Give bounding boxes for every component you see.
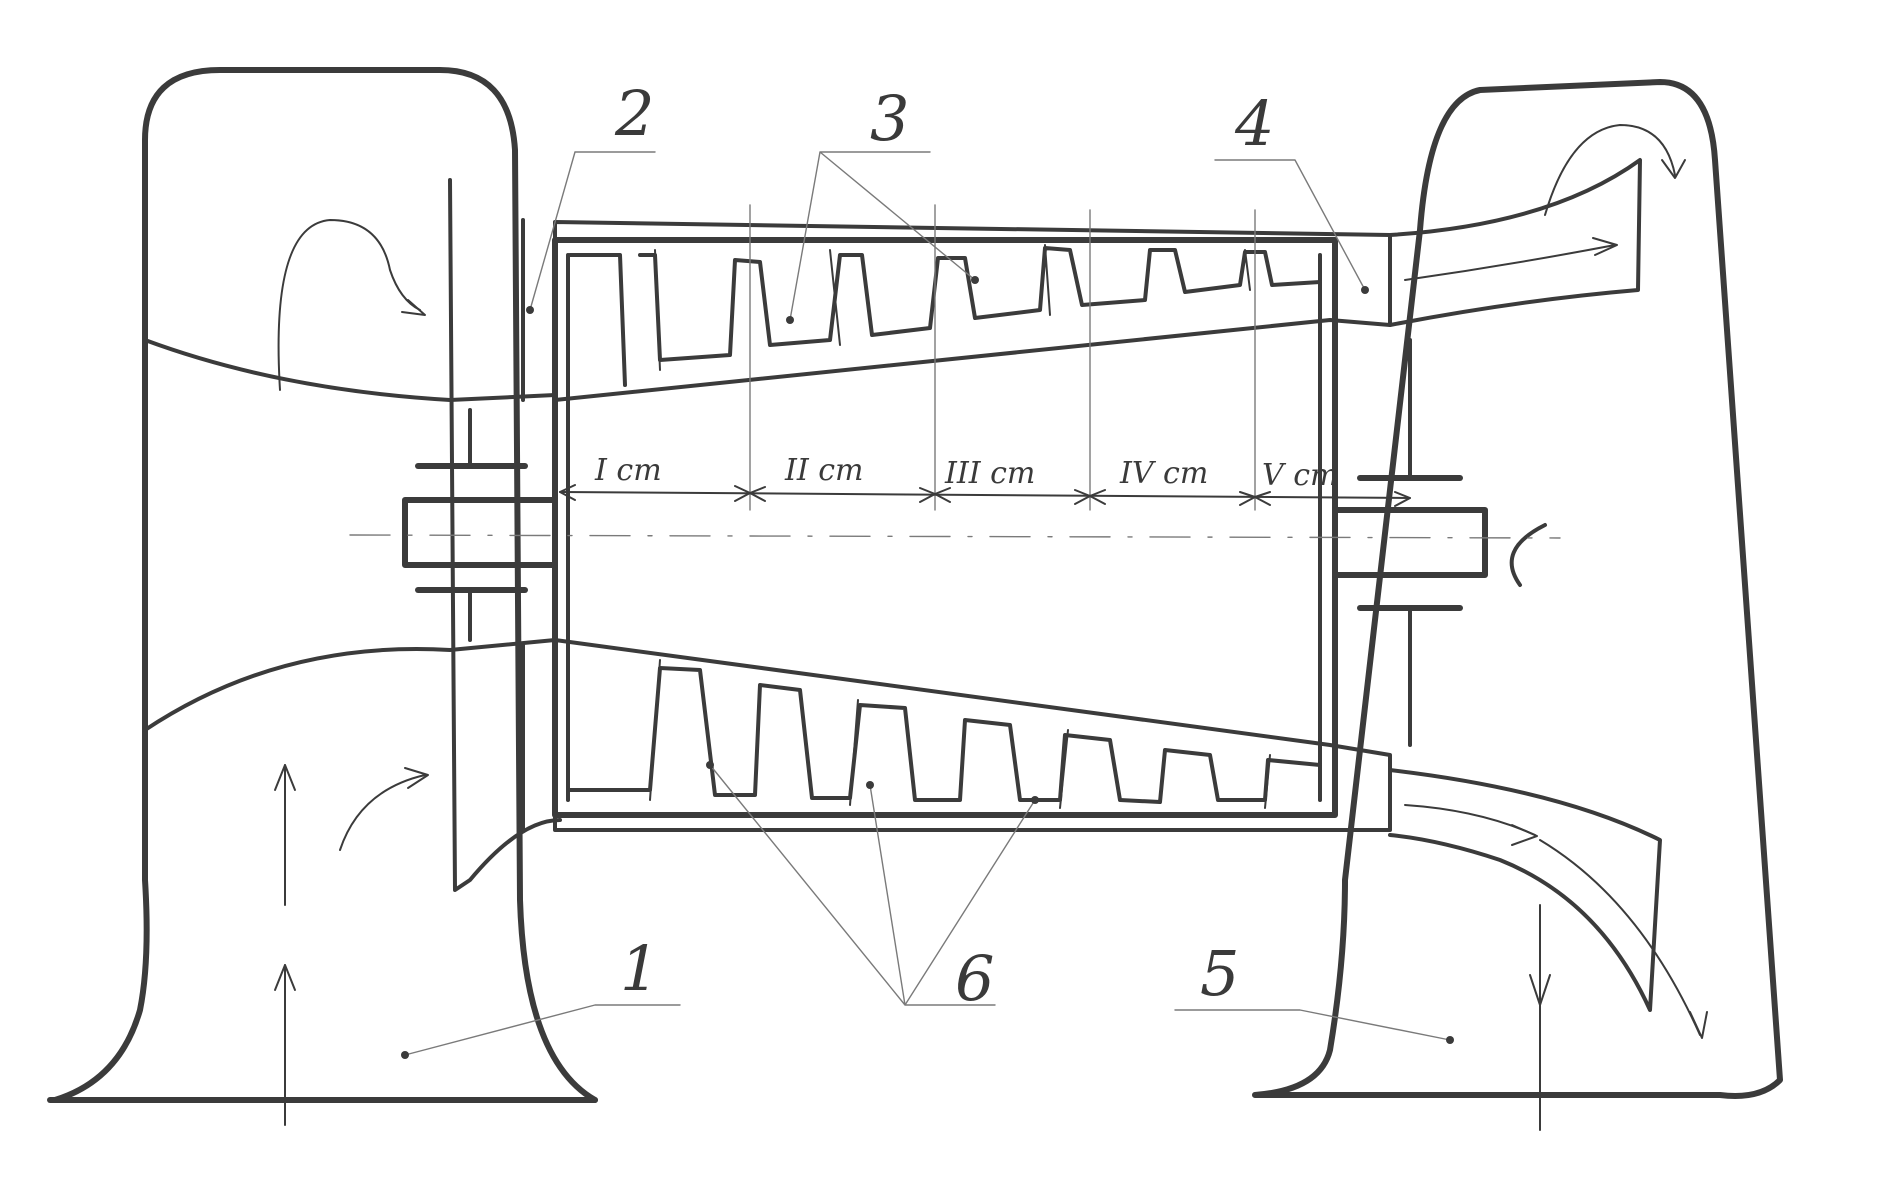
callout-3a-dot [786,316,794,324]
flow-arrows [274,124,1708,1131]
callout-4: 4 [1234,87,1274,160]
callout-6c-dot [1031,796,1039,804]
upper-blades [568,244,1322,387]
stage-label-1: I cm [594,453,662,488]
stage-dividers [559,204,1411,511]
callout-2: 2 [614,77,654,150]
right-housing [1252,79,1783,1099]
stage-label-5: V cm [1262,458,1338,493]
lower-blades [568,659,1322,809]
callout-5-dot [1446,1036,1454,1044]
callout-6b-dot [866,781,874,789]
callout-6: 6 [955,942,994,1015]
casing [553,158,1662,1012]
callout-2-dot [526,306,534,314]
callout-6a-dot [706,761,714,769]
left-housing [47,67,598,1103]
shaft [349,338,1561,747]
stage-label-4: IV cm [1119,456,1208,491]
leader-lines [401,151,1454,1059]
callout-3b-dot [971,276,979,284]
callout-4-dot [1361,286,1369,294]
callout-1: 1 [620,932,659,1005]
stage-label-2: II cm [784,453,864,488]
callout-5: 5 [1200,937,1239,1010]
inlet-guide [448,178,562,892]
stage-label-3: III cm [944,456,1035,491]
callout-1-dot [401,1051,409,1059]
callout-3: 3 [870,82,909,155]
